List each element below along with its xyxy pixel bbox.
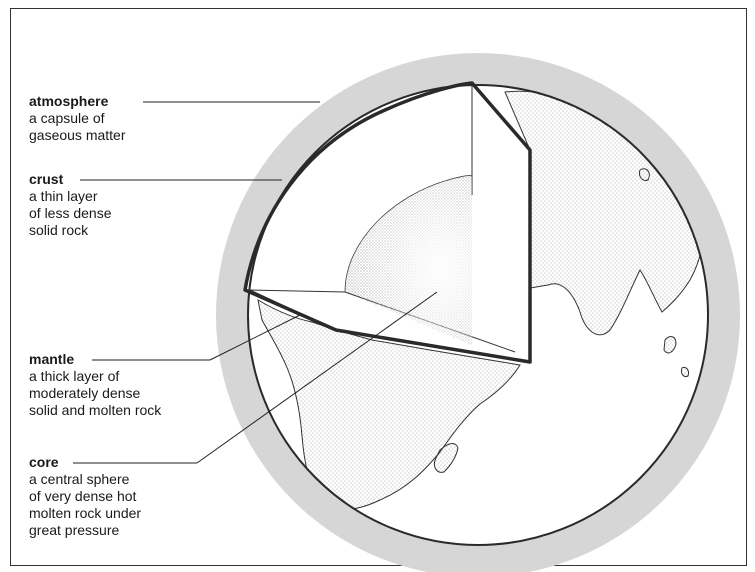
island-small — [639, 169, 649, 181]
atmosphere-term: atmosphere — [29, 93, 126, 110]
atmosphere-description: a capsule of gaseous matter — [29, 110, 126, 144]
atmosphere-label: atmosphere a capsule of gaseous matter — [29, 93, 126, 144]
core-term: core — [29, 454, 141, 471]
mantle-description: a thick layer of moderately dense solid … — [29, 368, 161, 419]
mantle-label: mantle a thick layer of moderately dense… — [29, 351, 161, 419]
core-label: core a central sphere of very dense hot … — [29, 454, 141, 539]
island-small — [681, 367, 688, 376]
crust-label: crust a thin layer of less dense solid r… — [29, 171, 112, 239]
crust-description: a thin layer of less dense solid rock — [29, 188, 112, 239]
mantle-term: mantle — [29, 351, 161, 368]
crust-term: crust — [29, 171, 112, 188]
core-description: a central sphere of very dense hot molte… — [29, 471, 141, 539]
